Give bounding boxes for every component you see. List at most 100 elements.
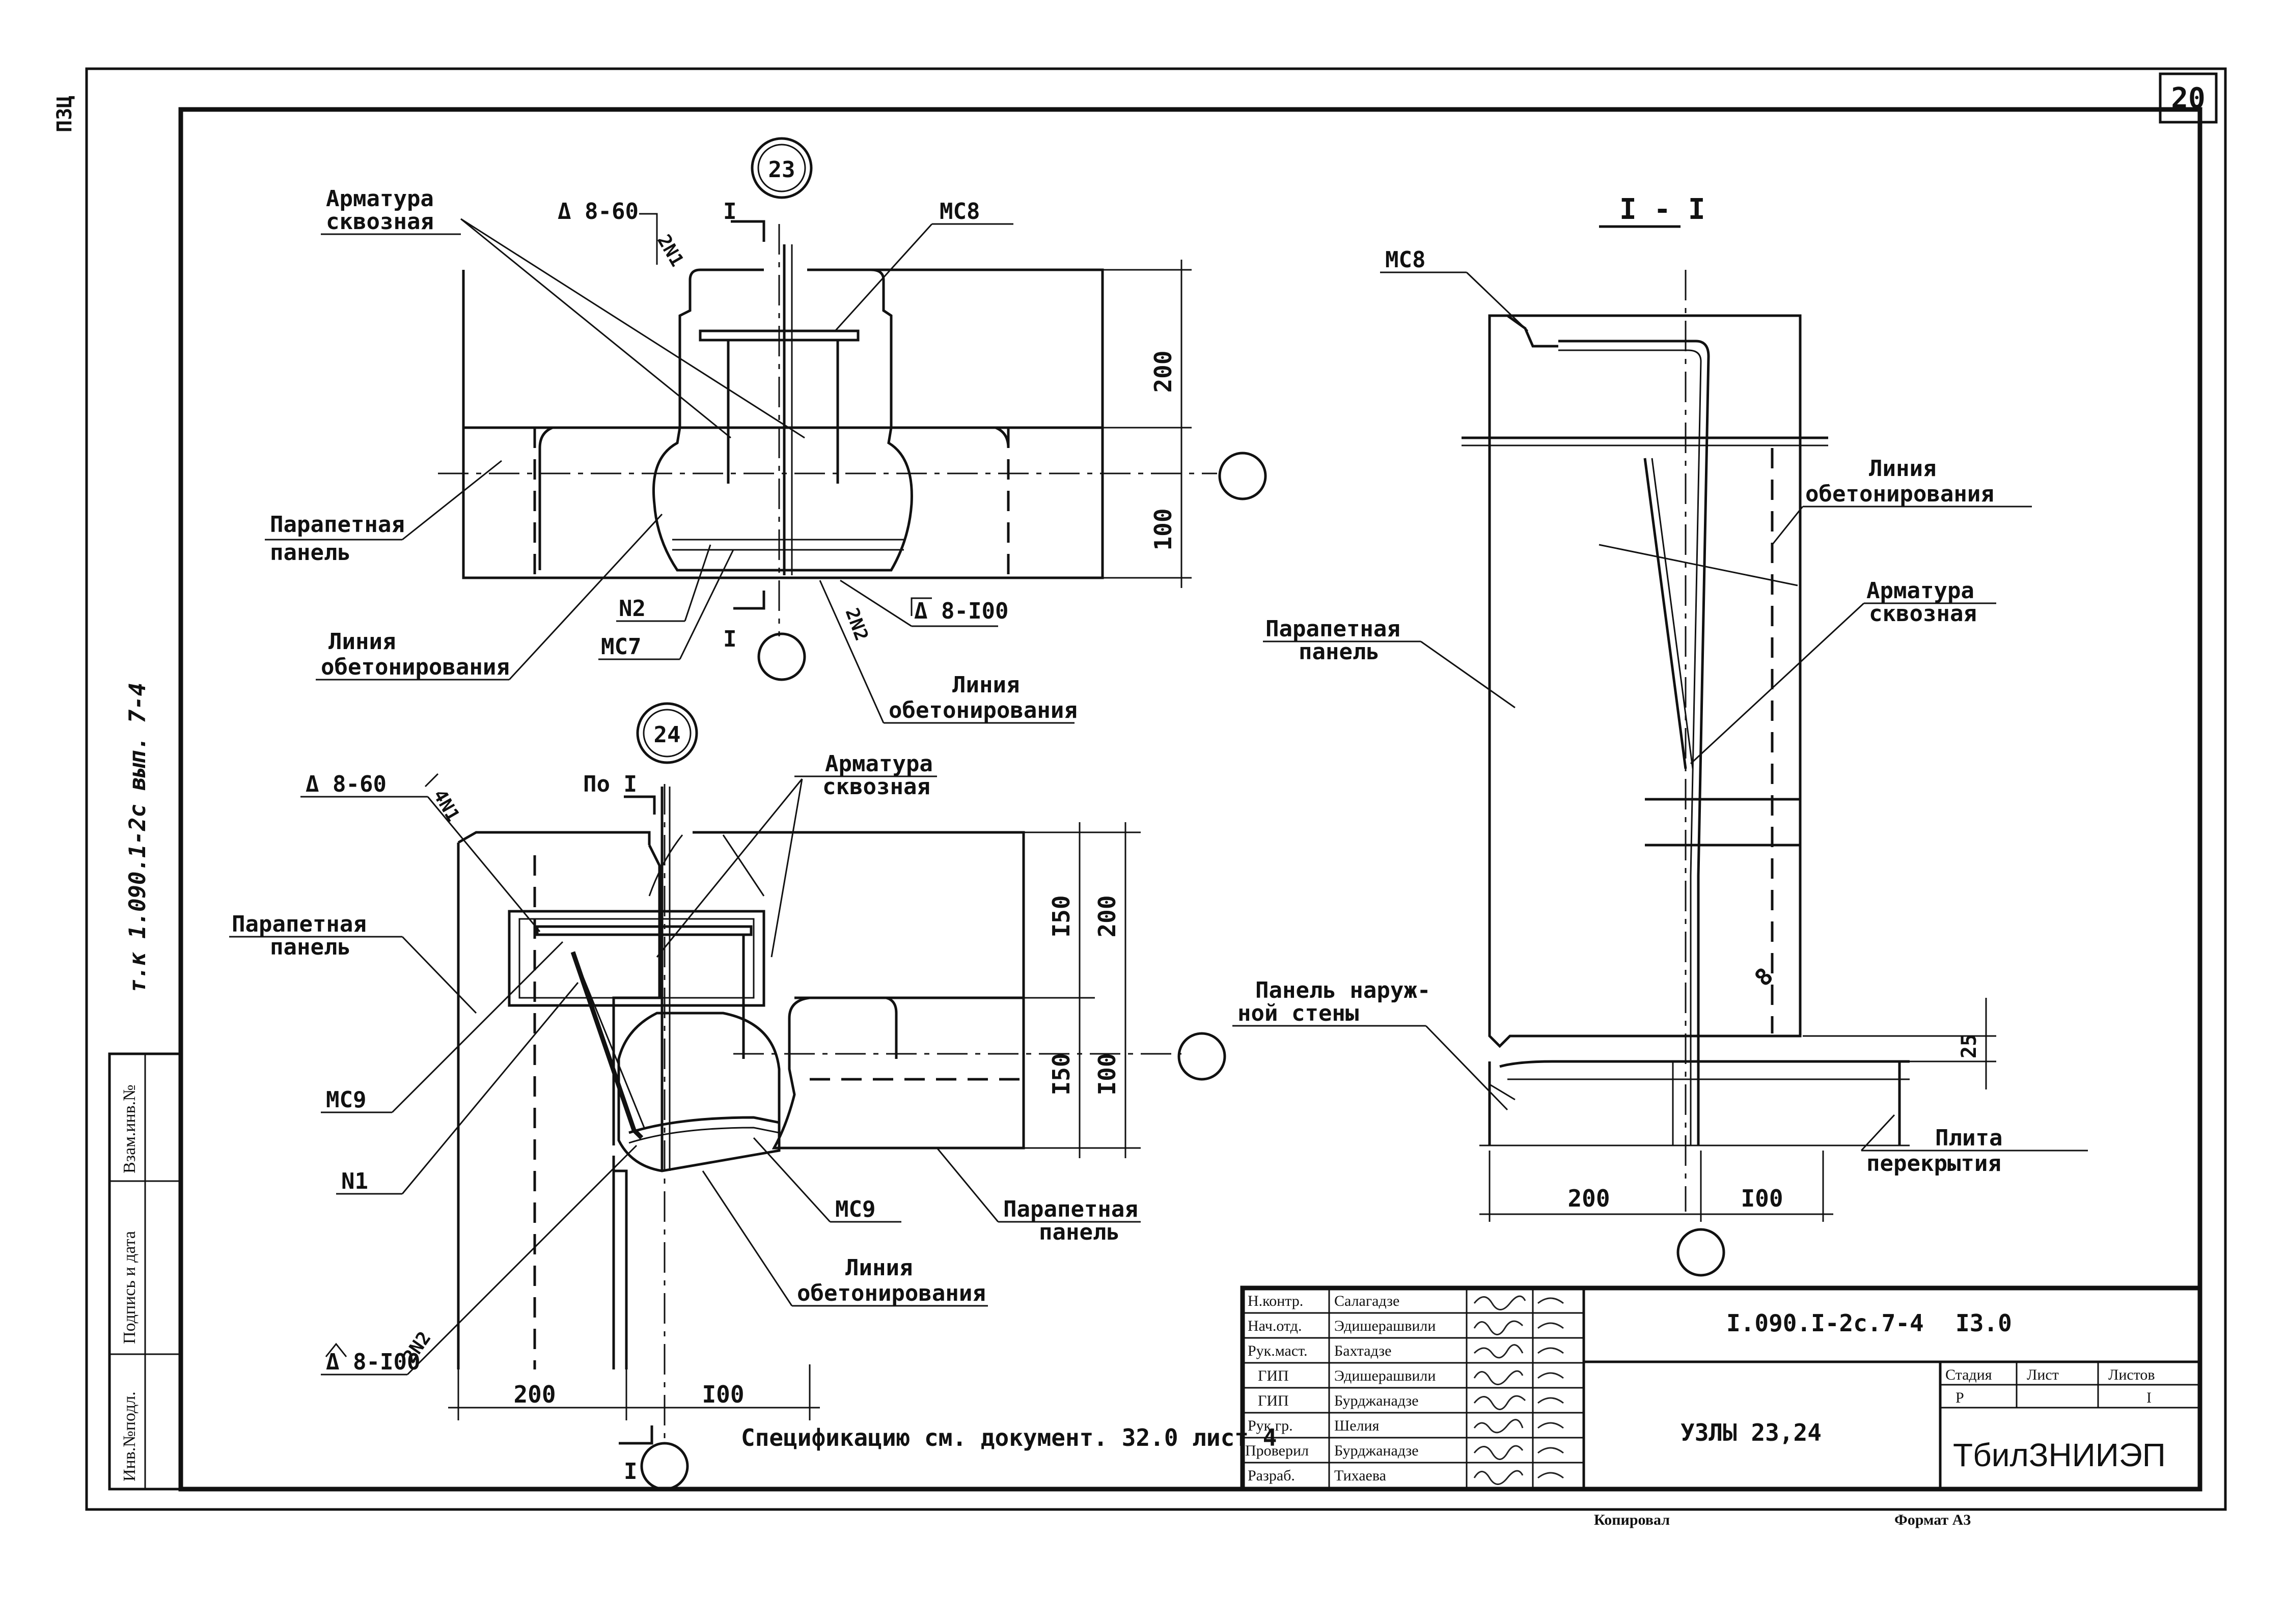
side-note: т.к 1.090.1-2с вып. 7-4 (125, 683, 151, 993)
tb-role-1: Н.контр. (1248, 1293, 1303, 1309)
tb-stage-header: Стадия (1945, 1366, 1992, 1383)
node-23: 23 I I 200 100 (265, 137, 1267, 724)
section-dim-200: 200 (1567, 1185, 1610, 1212)
node-24: 24 (229, 702, 1226, 1491)
tb-sheets-value: I (2146, 1389, 2152, 1406)
tb-name-8: Тихаева (1334, 1467, 1386, 1484)
node-23-mc8: МС8 (940, 199, 980, 225)
section-rebar-2: сквозная (1869, 601, 1977, 627)
node-24-mc9-left: МС9 (326, 1087, 366, 1113)
node-23-n2: N2 (619, 596, 646, 622)
tb-role-7: Проверил (1245, 1442, 1309, 1459)
tb-name-4: Эдишерашвили (1334, 1367, 1436, 1384)
node-24-dim-150-top: I50 (1048, 895, 1075, 937)
section-view: I - I 8 200 I00 2 (1232, 193, 2088, 1277)
tb-sheet-header: Лист (2027, 1366, 2059, 1383)
tb-stage-value: Р (1956, 1389, 1964, 1406)
node-23-rebar-label-1: Арматура (326, 186, 434, 212)
tb-role-5: ГИП (1258, 1392, 1289, 1409)
node-23-rebar-label-2: сквозная (326, 209, 434, 235)
node-24-dim-100: I00 (1093, 1053, 1121, 1095)
tb-copied: Копировал (1594, 1511, 1670, 1528)
node-23-section-top: I (723, 199, 737, 225)
node-24-weld-bot: Δ 8-I00 (326, 1349, 420, 1375)
node-24-mc9-right: МС9 (835, 1196, 875, 1222)
node-24-parapet-left-2: панель (270, 934, 351, 960)
tb-name-2: Эдишерашвили (1334, 1318, 1436, 1334)
tb-name-5: Бурджанадзе (1334, 1392, 1419, 1409)
node-24-callout: 24 (654, 722, 681, 748)
tb-role-4: ГИП (1258, 1367, 1289, 1384)
node-24-dim-h-200: 200 (513, 1381, 556, 1408)
tb-name-6: Шелия (1334, 1417, 1380, 1434)
node-24-concrete-2: обетонирования (797, 1280, 986, 1306)
section-parapet-2: панель (1299, 639, 1380, 665)
strip-inventory: Инв.№подл. (120, 1391, 139, 1481)
section-slab-2: перекрытия (1866, 1151, 2001, 1177)
node-23-mc7: МС7 (601, 634, 641, 660)
node-24-dim-200: 200 (1093, 895, 1121, 937)
node-23-dim-100: 100 (1149, 508, 1177, 550)
node-24-dim-150-bot: I50 (1048, 1053, 1075, 1095)
node-23-section-bottom: I (723, 626, 737, 652)
node-23-parapet-1: Парапетная (270, 512, 405, 538)
node-24-parapet-right-1: Парапетная (1003, 1196, 1138, 1222)
node-23-callout: 23 (768, 157, 795, 183)
node-24-rebar-2: сквозная (822, 774, 930, 800)
node-23-concrete-right-1: Линия (952, 672, 1020, 698)
tb-name-7: Бурджанадзе (1334, 1442, 1419, 1459)
spec-note: Спецификацию см. документ. 32.0 лист 4 (741, 1424, 1277, 1451)
signatures (1473, 1295, 1564, 1485)
node-23-weld-bot: Δ 8-I00 (914, 598, 1008, 624)
tb-role-8: Разраб. (1248, 1467, 1295, 1484)
section-concrete-1: Линия (1869, 456, 1936, 482)
section-dim-100: I00 (1741, 1185, 1783, 1212)
tb-name-1: Салагадзе (1334, 1293, 1399, 1309)
tb-title: УЗЛЫ 23,24 (1681, 1419, 1822, 1446)
tb-role-3: Рук.маст. (1248, 1342, 1308, 1359)
node-24-n1: N1 (341, 1168, 368, 1194)
tb-doc-num: I3.0 (1956, 1309, 2012, 1337)
node-24-dim-h-100: I00 (702, 1381, 744, 1408)
section-slab-1: Плита (1935, 1125, 2002, 1151)
tb-format: Формат А3 (1894, 1511, 1971, 1528)
section-title: I - I (1619, 193, 1705, 226)
node-23-concrete-right-2: обетонирования (889, 697, 1078, 723)
node-24-section: По I (583, 771, 637, 797)
strip-replacement: Взам.инв.№ (120, 1084, 139, 1173)
node-24-section-bottom: I (624, 1459, 638, 1485)
section-concrete-2: обетонирования (1805, 481, 1994, 507)
node-24-parapet-right-2: панель (1039, 1219, 1120, 1245)
tb-role-2: Нач.отд. (1248, 1318, 1302, 1334)
section-rebar-1: Арматура (1866, 578, 1974, 604)
tb-name-3: Бахтадзе (1334, 1342, 1391, 1359)
tb-sheets-header: Листов (2108, 1366, 2155, 1383)
node-24-parapet-left-1: Парапетная (232, 911, 367, 937)
node-24-concrete-1: Линия (845, 1255, 913, 1281)
left-strip: Инв.№подл. Подпись и дата Взам.инв.№ (108, 1052, 182, 1491)
node-23-concrete-left-2: обетонирования (321, 654, 510, 680)
section-parapet-1: Парапетная (1265, 616, 1400, 642)
sheet-number: 20 (2171, 82, 2205, 115)
node-24-rebar-1: Арматура (825, 751, 933, 777)
strip-signature: Подпись и дата (120, 1231, 139, 1344)
section-wall-panel-1: Панель наруж- (1255, 977, 1430, 1003)
node-23-dim-200: 200 (1149, 350, 1177, 393)
tb-doc-code: I.090.I-2с.7-4 (1726, 1309, 1924, 1337)
handwritten-stamp: ПЗЦ (53, 96, 76, 132)
sheet-frame: 20 ПЗЦ т.к 1.090.1-2с вып. 7-4 (53, 67, 2227, 1511)
node-23-weld-top: Δ 8-60 (558, 199, 639, 225)
title-block: Н.контр. Нач.отд. Рук.маст. ГИП ГИП Рук.… (1240, 1285, 2202, 1528)
section-wall-panel-2: ной стены (1237, 1000, 1359, 1026)
node-23-parapet-2: панель (270, 540, 351, 566)
tb-org: ТбилЗНИИЭП (1953, 1437, 2166, 1473)
section-mc8: МС8 (1385, 247, 1425, 273)
section-bar-mark: 8 (1749, 962, 1779, 992)
tb-role-6: Рук.гр. (1248, 1417, 1293, 1434)
section-dim-25: 25 (1958, 1034, 1981, 1058)
node-24-weld-top: Δ 8-60 (306, 771, 387, 797)
node-24-weld-top-mark: 4N1 (429, 786, 463, 825)
node-23-concrete-left-1: Линия (328, 629, 396, 655)
node-23-weld-top-mark: 2N1 (653, 231, 687, 270)
